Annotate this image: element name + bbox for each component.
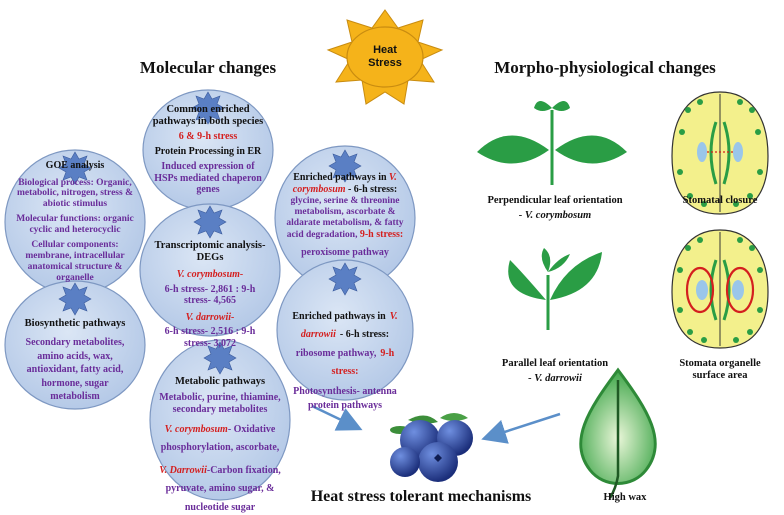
label-stomata-organelle: Stomata organelle surface area bbox=[679, 358, 761, 382]
label-high-wax: High wax bbox=[603, 492, 647, 503]
transcriptomic-sp2: V. darrowii- bbox=[185, 311, 235, 323]
metabolic-body: Metabolic, purine, thiamine, secondary m… bbox=[159, 392, 281, 415]
label-perpendicular-species: - V. corymbosum bbox=[518, 210, 592, 222]
goe-bp: Biological process: Organic, metabolic, … bbox=[16, 177, 133, 210]
common-text: Common enriched pathways in both species… bbox=[152, 104, 264, 196]
goe-text: GOE analysis Biological process: Organic… bbox=[14, 160, 136, 284]
common-title: Common enriched pathways in both species bbox=[152, 104, 264, 128]
metabolic-sp2-line: V. Darrowii-Carbon fixation, pyruvate, a… bbox=[158, 460, 282, 515]
metabolic-text: Metabolic pathways Metabolic, purine, th… bbox=[158, 376, 282, 515]
heading-morpho: Morpho-physiological changes bbox=[494, 58, 716, 77]
sun-icon bbox=[326, 9, 444, 105]
goe-cc: Cellular components: membrane, intracell… bbox=[25, 240, 125, 283]
enriched-vd-stress9: 9-h stress: bbox=[331, 347, 395, 378]
circle-biosynthetic bbox=[4, 280, 146, 410]
metabolic-sp1-body: - Oxidative phosphorylation, ascorbate, bbox=[160, 424, 280, 454]
circle-enriched-vdarrowii bbox=[276, 259, 414, 401]
stomata-organelle-icon bbox=[671, 229, 769, 349]
transcriptomic-title: Transcriptomic analysis-DEGs bbox=[154, 240, 266, 264]
sun-label-line2: Stress bbox=[368, 56, 402, 69]
metabolic-sp2-body: -Carbon fixation, pyruvate, amino sugar,… bbox=[165, 464, 281, 513]
parallel-leaf-icon bbox=[508, 248, 602, 330]
enriched-vd-text: Enriched pathways in V. darrowii - 6-h s… bbox=[286, 306, 404, 413]
label-parallel-species: - V. darrowii bbox=[528, 373, 582, 385]
enriched-vd-body2: Photosynthesis- antenna protein pathways bbox=[293, 385, 397, 411]
enriched-vc-lead: Enriched pathways in bbox=[293, 172, 387, 183]
metabolic-title: Metabolic pathways bbox=[174, 376, 266, 387]
metabolic-sp1: V. corymbosum bbox=[164, 424, 228, 436]
metabolic-sp2: V. Darrowii bbox=[159, 464, 207, 476]
perpendicular-leaf-icon bbox=[477, 101, 627, 185]
enriched-vd-stress6: - 6-h stress: bbox=[339, 329, 390, 341]
heading-molecular: Molecular changes bbox=[139, 58, 277, 77]
enriched-vd-species: V. darrowii bbox=[300, 311, 398, 341]
sun-label: Heat Stress bbox=[355, 44, 415, 69]
arrow-left bbox=[311, 404, 363, 431]
transcriptomic-text: Transcriptomic analysis-DEGs V. corymbos… bbox=[150, 240, 270, 349]
goe-mf: Molecular functions: organic cyclic and … bbox=[16, 214, 134, 236]
blueberry-icon bbox=[390, 413, 473, 482]
enriched-vc-stress9: 9-h stress: bbox=[359, 228, 404, 240]
star-icon bbox=[58, 91, 362, 375]
goe-title: GOE analysis bbox=[45, 160, 105, 171]
biosynthetic-text: Biosynthetic pathways Secondary metaboli… bbox=[18, 318, 132, 404]
transcriptomic-sp1: V. corymbosum- bbox=[176, 269, 244, 281]
label-stomatal-closure: Stomatal closure bbox=[682, 195, 758, 206]
sun-label-line1: Heat bbox=[373, 44, 397, 56]
enriched-vc-species: V. corymbosum bbox=[292, 172, 397, 195]
stomata-closure-icon bbox=[671, 91, 769, 215]
label-parallel: Parallel leaf orientation - V. darrowii bbox=[470, 358, 640, 385]
enriched-vc-text: Enriched pathways in V. corymbosum - 6-h… bbox=[282, 172, 408, 258]
enriched-vc-stress6: - 6-h stress: bbox=[347, 183, 398, 195]
transcriptomic-sp2-vals: 6-h stress- 2,516 : 9-h stress- 3,072 bbox=[164, 326, 256, 349]
common-stress: 6 & 9-h stress bbox=[178, 131, 238, 143]
enriched-vc-body: glycine, serine & threonine metabolism, … bbox=[286, 195, 404, 240]
biosynthetic-title: Biosynthetic pathways bbox=[24, 318, 126, 329]
label-parallel-text: Parallel leaf orientation bbox=[501, 358, 609, 369]
transcriptomic-sp1-vals: 6-h stress- 2,861 : 9-h stress- 4,565 bbox=[164, 283, 256, 307]
enriched-vc-tail: peroxisome pathway bbox=[301, 246, 389, 258]
arrow-right bbox=[481, 412, 561, 444]
metabolic-sp1-line: V. corymbosum- Oxidative phosphorylation… bbox=[158, 419, 282, 456]
biosynthetic-body: Secondary metabolites, amino acids, wax,… bbox=[25, 337, 125, 403]
common-subtitle: Protein Processing in ER bbox=[154, 145, 262, 157]
wax-leaf-icon bbox=[579, 367, 657, 499]
label-perpendicular: Perpendicular leaf orientation - V. cory… bbox=[470, 195, 640, 222]
circle-transcriptomic bbox=[139, 203, 281, 337]
heading-tolerant: Heat stress tolerant mechanisms bbox=[310, 488, 532, 505]
enriched-vd-body1: ribosome pathway, bbox=[295, 347, 377, 359]
common-detail: Induced expression of HSPs mediated chap… bbox=[154, 161, 262, 196]
circle-metabolic bbox=[149, 339, 291, 501]
enriched-vd-lead: Enriched pathways in bbox=[292, 311, 386, 322]
label-perpendicular-text: Perpendicular leaf orientation bbox=[487, 195, 623, 206]
